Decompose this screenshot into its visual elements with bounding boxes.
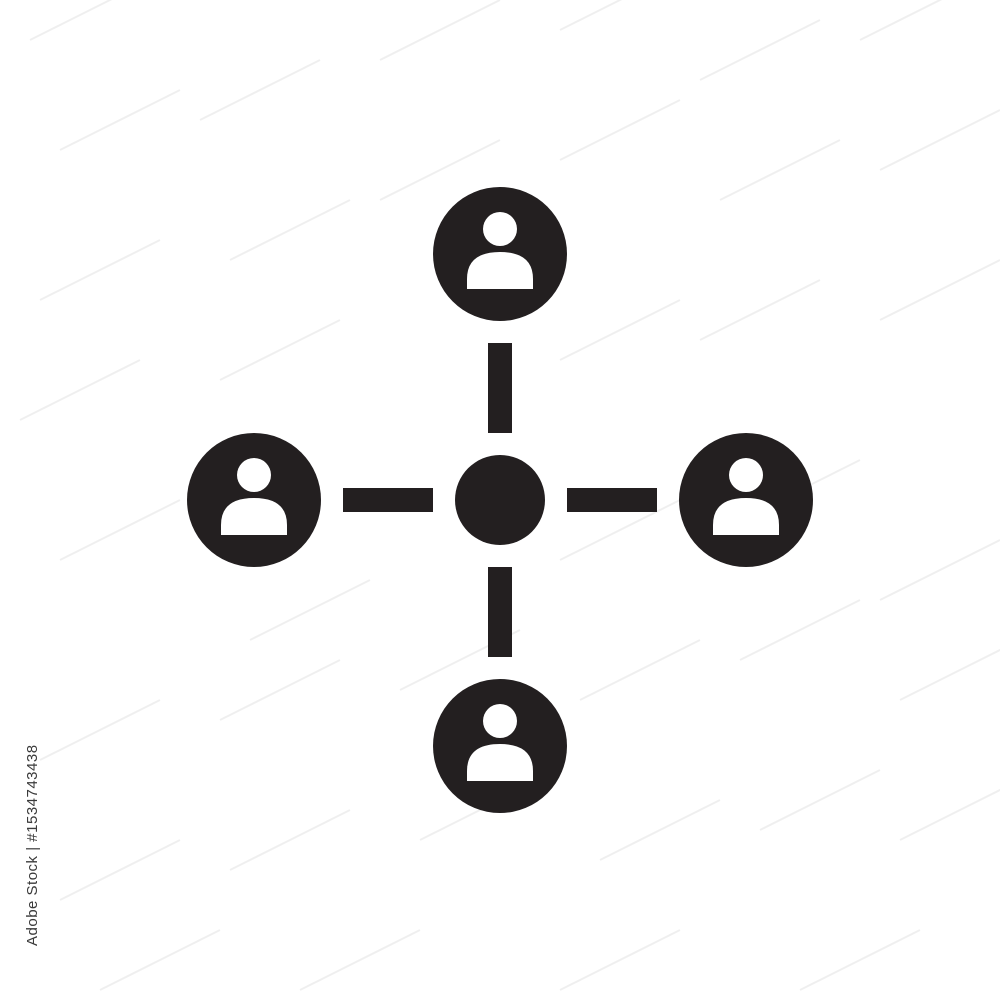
connector-lines — [343, 343, 657, 657]
connector-left — [343, 488, 433, 512]
stock-id-label: Adobe Stock | #1534743438 — [24, 744, 41, 946]
user-icon — [467, 212, 533, 289]
connector-bottom — [488, 567, 512, 657]
user-icon — [713, 458, 779, 535]
user-icon — [221, 458, 287, 535]
user-icon — [467, 704, 533, 781]
hub-node — [455, 455, 545, 545]
user-node-right — [679, 433, 813, 567]
user-node-bottom — [433, 679, 567, 813]
user-node-top — [433, 187, 567, 321]
connector-right — [567, 488, 657, 512]
user-node-left — [187, 433, 321, 567]
connector-top — [488, 343, 512, 433]
